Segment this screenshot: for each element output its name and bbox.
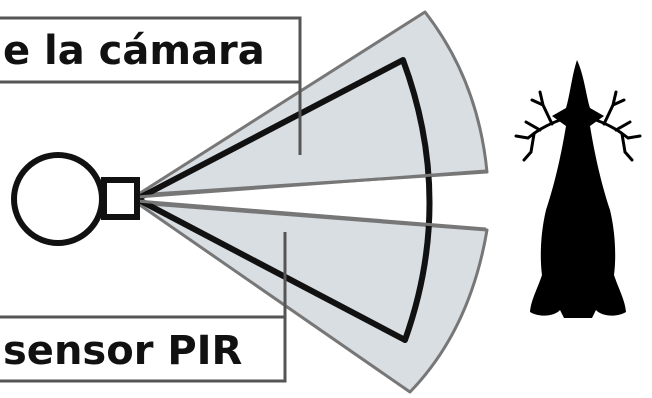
pir-sensor-label: sensor PIR bbox=[3, 328, 242, 374]
camera-icon bbox=[14, 155, 137, 243]
deer-silhouette-icon bbox=[516, 60, 640, 318]
camera-field-label: e la cámara bbox=[3, 28, 265, 74]
